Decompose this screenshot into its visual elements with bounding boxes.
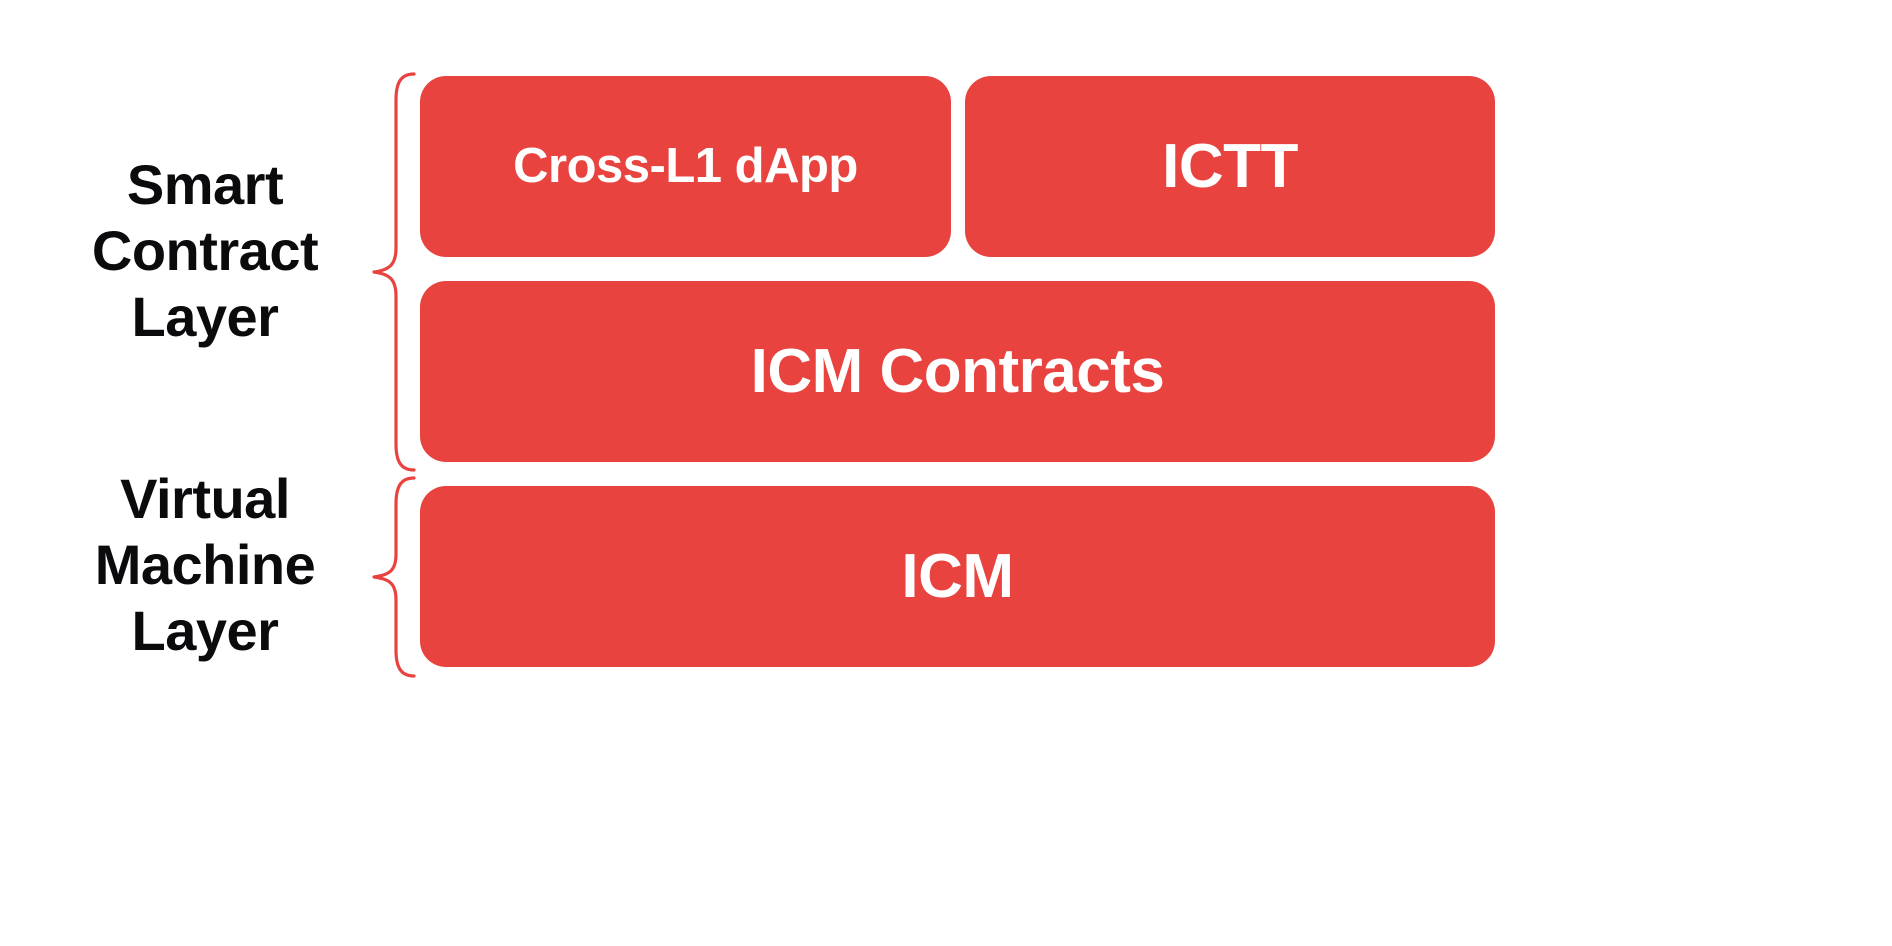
curly-brace-icon-smart-contract (370, 70, 418, 479)
box-label-icm-contracts: ICM Contracts (750, 336, 1165, 406)
box-icm[interactable]: ICM (420, 486, 1495, 667)
box-cross-l1-dapp[interactable]: Cross-L1 dApp (420, 76, 951, 257)
layer-label-smart-contract: Smart Contract Layer (91, 153, 319, 349)
curly-brace-icon-virtual-machine (370, 474, 418, 685)
box-ictt[interactable]: ICTT (965, 76, 1495, 257)
box-label-ictt: ICTT (1162, 131, 1298, 201)
box-icm-contracts[interactable]: ICM Contracts (420, 281, 1495, 462)
box-label-cross-l1-dapp: Cross-L1 dApp (513, 139, 858, 193)
layer-label-virtual-machine: Virtual Machine Layer (94, 467, 316, 663)
box-label-icm: ICM (901, 541, 1014, 611)
